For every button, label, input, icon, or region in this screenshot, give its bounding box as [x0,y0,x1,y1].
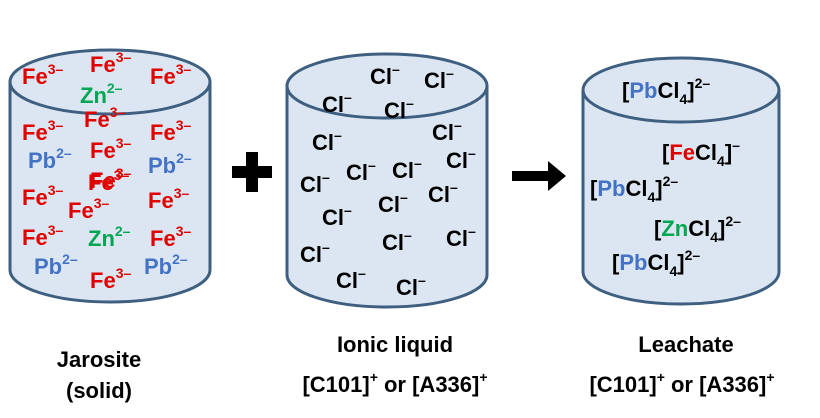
chloro-complex: [PbCl4]2– [612,247,700,279]
chloride-ion: Cl– [424,65,454,93]
jarosite-ion: Pb2– [148,150,192,178]
chloro-complex: [PbCl4]2– [590,173,678,205]
chloride-ion: Cl– [392,155,422,183]
chloride-ion: Cl– [378,189,408,217]
chloride-ion: Cl– [446,145,476,173]
leachate-sublabel: [C101]+ or [A336]+ [589,369,774,397]
jarosite-ion: Fe3– [148,185,189,213]
chloride-ion: Cl– [384,95,414,123]
right-arrow [512,161,566,191]
jarosite-ion: Fe3– [22,117,63,145]
ionic-liquid-label: Ionic liquid [337,332,453,357]
chloride-ion: Cl– [382,227,412,255]
chloride-ion: Cl– [322,202,352,230]
chloro-complex: [PbCl4]2– [622,75,710,107]
chloride-ion: Cl– [396,272,426,300]
jarosite-ion: Pb2– [28,145,72,173]
jarosite-ion: Fe3– [84,104,125,132]
ionic-liquid-sublabel: [C101]+ or [A336]+ [302,369,487,397]
jarosite-sublabel: (solid) [66,378,132,403]
jarosite-ion: Fe3– [150,117,191,145]
jarosite-ion: Fe3– [90,265,131,293]
jarosite-ion: Fe3– [22,222,63,250]
chloride-ion: Cl– [336,265,366,293]
jarosite-ion: Zn2– [88,223,131,251]
jarosite-ion: Pb2– [144,251,188,279]
jarosite-ion: Fe3– [90,165,131,193]
chloride-ions: Cl–Cl–Cl–Cl–Cl–Cl–Cl–Cl–Cl–Cl–Cl–Cl–Cl–C… [300,61,476,300]
jarosite-ion: Fe3– [22,61,63,89]
chloride-ion: Cl– [446,223,476,251]
jarosite-ion: Fe3– [150,223,191,251]
chloro-complex: [ZnCl4]2– [654,213,741,245]
chloride-ion: Cl– [432,117,462,145]
jarosite-ion: Fe3– [88,167,129,195]
jarosite-ions: Fe3–Fe3–Fe3–Zn2–Fe3–Fe3–Fe3–Pb2–Fe3–Pb2–… [22,49,192,293]
chloride-ion: Cl– [312,127,342,155]
chloride-ion: Cl– [322,89,352,117]
ionic-liquid-cylinder [285,52,489,309]
leachate-label: Leachate [638,332,733,357]
jarosite-ion: Zn2– [80,80,123,108]
leachate-complexes: [PbCl4]2–[FeCl4]–[PbCl4]2–[ZnCl4]2–[PbCl… [590,75,741,279]
chloro-complex: [FeCl4]– [662,137,740,169]
jarosite-ion: Fe3– [90,135,131,163]
chloride-ion: Cl– [300,239,330,267]
jarosite-ion: Fe3– [22,182,63,210]
jarosite-ion: Fe3– [150,61,191,89]
jarosite-label: Jarosite [57,347,141,372]
leachate-cylinder [581,56,781,306]
chloride-ion: Cl– [370,61,400,89]
jarosite-cylinder [8,48,212,304]
jarosite-ion: Fe3– [68,195,109,223]
chloride-ion: Cl– [300,169,330,197]
chloride-ion: Cl– [428,179,458,207]
plus-symbol [232,152,272,192]
jarosite-ion: Pb2– [34,251,78,279]
chloride-ion: Cl– [346,157,376,185]
jarosite-ion: Fe3– [90,49,131,77]
